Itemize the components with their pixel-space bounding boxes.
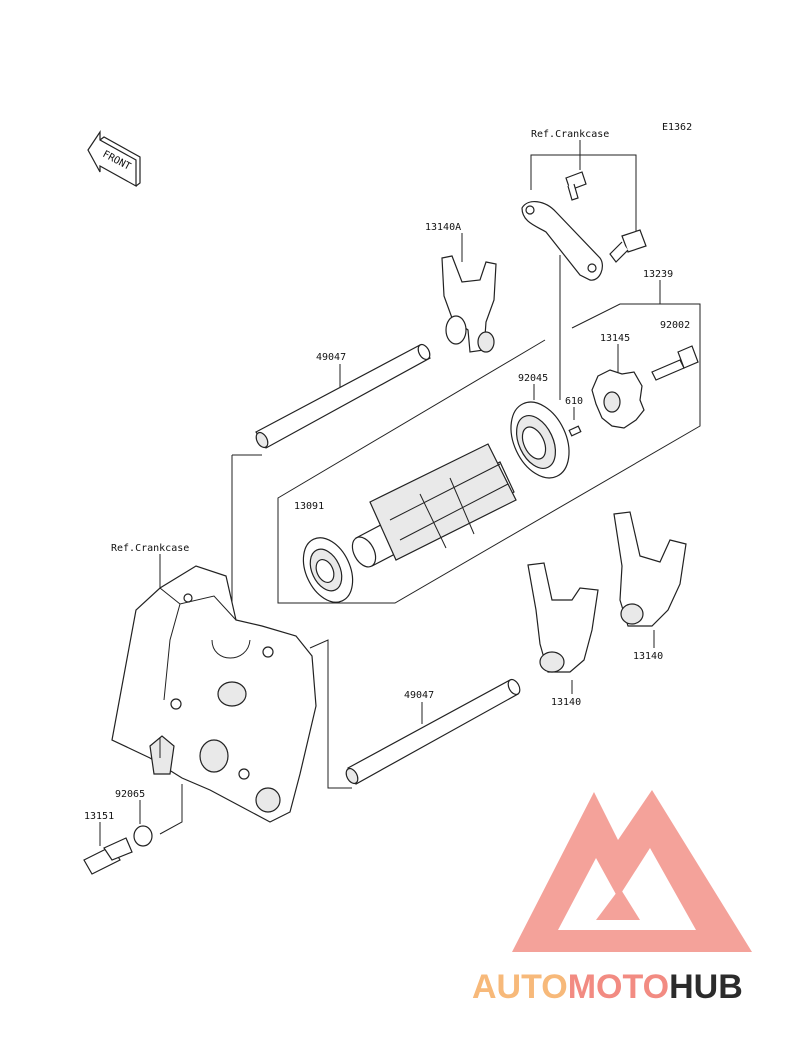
shift-fork-13140-a xyxy=(527,562,599,673)
label-13140A: 13140A xyxy=(425,222,461,233)
label-92002: 92002 xyxy=(660,320,690,331)
label-610: 610 xyxy=(565,396,583,407)
shift-drum-cam-13145 xyxy=(591,369,645,429)
bearing-small xyxy=(302,537,354,603)
label-13239: 13239 xyxy=(643,269,673,280)
watermark-moto: MOTO xyxy=(568,968,669,1006)
watermark-hub: HUB xyxy=(669,968,743,1006)
label-13145: 13145 xyxy=(600,333,630,344)
watermark-logo-icon xyxy=(512,790,752,952)
crankcase-section xyxy=(111,565,317,823)
bolt-92002 xyxy=(651,345,699,381)
shift-drum-13091 xyxy=(351,443,517,568)
pin-610 xyxy=(568,425,582,437)
label-13151: 13151 xyxy=(84,811,114,822)
label-49047-top: 49047 xyxy=(316,352,346,363)
stopper-bracket xyxy=(521,171,647,281)
shift-fork-13140-b xyxy=(613,511,687,627)
label-49047-bottom: 49047 xyxy=(404,690,434,701)
label-13091: 13091 xyxy=(294,501,324,512)
ref-crankcase-bottom: Ref.Crankcase xyxy=(111,543,189,554)
diagram-code: E1362 xyxy=(662,122,692,133)
watermark-auto: AUTO xyxy=(472,968,568,1006)
watermark-text: AUTOMOTOHUB xyxy=(472,968,743,1006)
label-92065: 92065 xyxy=(115,789,145,800)
neutral-switch-13151 xyxy=(83,837,133,875)
bearing-92045 xyxy=(510,401,570,479)
washer-92065 xyxy=(133,825,153,847)
label-92045: 92045 xyxy=(518,373,548,384)
front-arrow-icon: FRONT xyxy=(87,130,141,188)
shift-rod-49047-bottom xyxy=(345,678,521,785)
shift-fork-13140A xyxy=(441,255,497,353)
label-13140-b: 13140 xyxy=(633,651,663,662)
label-13140-a: 13140 xyxy=(551,697,581,708)
ref-crankcase-top: Ref.Crankcase xyxy=(531,129,609,140)
shift-rod-49047-top xyxy=(255,343,431,449)
